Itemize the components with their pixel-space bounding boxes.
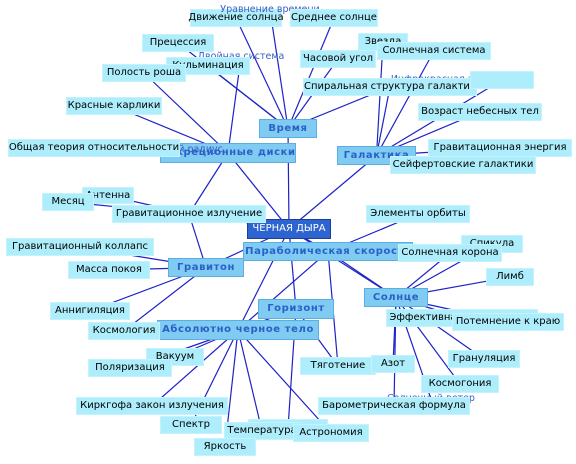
- leaf-elementy-orbity[interactable]: Элементы орбиты: [366, 205, 470, 223]
- leaf-uravnenie-vremeni[interactable]: Уравнение времени: [220, 4, 320, 16]
- leaf-gravitacionnoe-izluchenie[interactable]: Гравитационное излучение: [112, 205, 266, 223]
- edge-13: [207, 65, 289, 129]
- leaf-polyarizaciya[interactable]: Поляризация: [88, 359, 172, 377]
- edge-44: [395, 297, 485, 360]
- leaf-obschaya-teoriya-otnositelnosti[interactable]: Общая теория относительности: [8, 139, 180, 157]
- hub-node-absolyutno-chernoe-telo[interactable]: Абсолютно черное тело: [157, 320, 319, 340]
- leaf-solnechnaya-sistema[interactable]: Солнечная система: [377, 42, 491, 60]
- leaf-krasnye-karliki[interactable]: Красные карлики: [66, 97, 162, 115]
- root-node-black-hole[interactable]: ЧЕРНАЯ ДЫРА: [247, 219, 331, 239]
- edge-54: [151, 329, 239, 407]
- leaf-temperatura[interactable]: Температура: [224, 422, 300, 440]
- leaf-seyfertovskie-galaktiki[interactable]: Сейфертовские галактики: [390, 156, 536, 174]
- leaf-precessiya[interactable]: Прецессия: [142, 34, 214, 52]
- edge-2: [227, 152, 290, 230]
- leaf-vozrast-nebesnyh-tel[interactable]: Возраст небесных тел: [418, 103, 542, 121]
- edge-1: [288, 155, 377, 230]
- leaf-mesyac[interactable]: Месяц: [42, 193, 94, 211]
- edge-19: [375, 86, 391, 156]
- edge-9: [235, 17, 289, 129]
- edge-58: [237, 329, 332, 434]
- edge-10: [269, 9, 289, 129]
- edge-24: [143, 72, 229, 154]
- leaf-srednee-solnce[interactable]: Среднее солнце: [290, 9, 378, 27]
- leaf-dvizhenie-solnca[interactable]: Движение солнца: [188, 9, 284, 27]
- leaf-gravitacionny-kollaps[interactable]: Гравитационный коллапс: [6, 238, 154, 256]
- edge-57: [237, 329, 263, 432]
- hub-node-akkrecionnye-diski[interactable]: Аккреционные диски: [160, 143, 296, 163]
- edge-38: [237, 251, 329, 331]
- leaf-polost-rosha[interactable]: Полость роша: [102, 64, 186, 82]
- leaf-kulminaciya[interactable]: Кульминация: [166, 57, 250, 75]
- hub-node-graviton[interactable]: Гравитон: [168, 258, 244, 277]
- leaf-spektr[interactable]: Спектр: [160, 416, 222, 434]
- leaf-kosmogoniya[interactable]: Космогония: [421, 375, 499, 393]
- leaf-infrakrasnaya-box: [470, 71, 534, 89]
- edge-34: [123, 267, 207, 332]
- leaf-gravitacionnaya-energiya[interactable]: Гравитационная энергия: [428, 139, 572, 157]
- edge-11: [287, 17, 335, 129]
- leaf-barometricheskaya-formula[interactable]: Барометрическая формула: [318, 397, 470, 415]
- hub-node-gorizont[interactable]: Горизонт: [258, 299, 334, 319]
- hub-node-vremya[interactable]: Время: [259, 119, 317, 138]
- edge-16: [375, 41, 384, 156]
- leaf-astronomiya[interactable]: Астрономия: [293, 424, 369, 442]
- hub-node-solnce[interactable]: Солнце: [364, 288, 428, 307]
- leaf-dvoynaya-sistema[interactable]: Двойная система: [198, 51, 285, 63]
- leaf-chasovoy-ugol[interactable]: Часовой угол: [300, 50, 376, 68]
- hub-node-parabolicheskaya-skorost[interactable]: Параболическая скорость: [243, 242, 413, 261]
- leaf-spiralnaya-struktura[interactable]: Спиральная структура галактик: [303, 78, 477, 96]
- edge-17: [375, 50, 435, 156]
- leaf-kosmologiya[interactable]: Космология: [88, 322, 160, 340]
- leaf-tyagotenie[interactable]: Тяготение: [300, 357, 376, 375]
- leaf-yarkost[interactable]: Яркость: [194, 438, 256, 456]
- leaf-kirhgofa-zakon-izlucheniya[interactable]: Киркгофа закон излучения: [76, 397, 228, 415]
- leaf-annigilyaciya[interactable]: Аннигиляция: [50, 302, 130, 320]
- leaf-limb[interactable]: Лимб: [486, 268, 534, 286]
- edge-5: [288, 228, 297, 310]
- leaf-massa-pokoya[interactable]: Масса покоя: [68, 261, 150, 279]
- leaf-granulyaciya[interactable]: Грануляция: [448, 350, 520, 368]
- leaf-azot[interactable]: Азот: [371, 355, 415, 373]
- leaf-solnechnaya-korona[interactable]: Солнечная корона: [398, 244, 502, 262]
- edge-27: [188, 152, 229, 215]
- leaf-potemnenie-k-krayu[interactable]: Потемнение к краю: [452, 313, 564, 331]
